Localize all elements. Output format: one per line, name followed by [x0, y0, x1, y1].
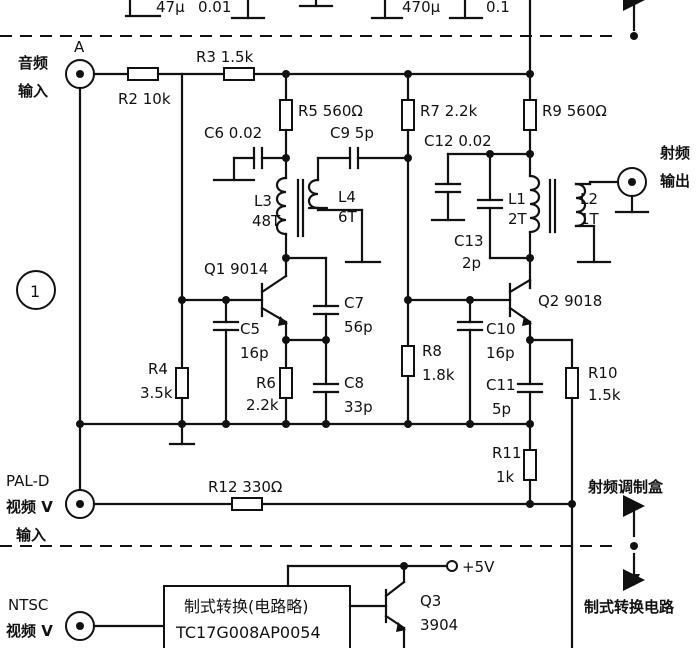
- l1-label-1: L1: [508, 190, 526, 208]
- c9-label: C9 5p: [330, 124, 374, 142]
- ntsc-label-2: 视频 V: [6, 622, 53, 640]
- l3-coil: [275, 176, 288, 236]
- r6-label-1: R6: [256, 374, 276, 392]
- pal-label-2: 视频 V: [6, 498, 53, 516]
- r6-resistor: [279, 367, 293, 399]
- l3-label-1: L3: [254, 192, 272, 210]
- c5-label-2: 16p: [240, 344, 269, 362]
- r11-resistor: [523, 449, 537, 481]
- q3-label-2: 3904: [420, 616, 458, 634]
- dashed-node-top: [630, 32, 638, 40]
- r2-resistor: [127, 67, 159, 81]
- r11-label-1: R11: [492, 444, 522, 462]
- c10-label-2: 16p: [486, 344, 515, 362]
- c13-label-2: 2p: [462, 254, 481, 272]
- l1-label-2: 2T: [508, 210, 528, 228]
- r4-resistor: [175, 367, 189, 399]
- c10-label-1: C10: [486, 320, 516, 338]
- c6-label: C6 0.02: [204, 124, 262, 142]
- circle-number-text: 1: [30, 282, 40, 301]
- circle-number-badge: [16, 270, 56, 310]
- pal-input-jack: [65, 489, 95, 519]
- ntsc-input-jack: [65, 611, 95, 641]
- audio-in-label-2: 输入: [18, 82, 48, 100]
- format-box-chip: TC17G008AP0054: [175, 623, 321, 642]
- top-cap-label-4: 0.1: [486, 0, 510, 16]
- c12-label: C12 0.02: [424, 132, 492, 150]
- node-a-label: A: [74, 38, 85, 56]
- q1-label: Q1 9014: [204, 260, 268, 278]
- r12-label: R12 330Ω: [208, 478, 282, 496]
- q1-transistor: [260, 274, 288, 326]
- top-partial-region: 47μ 0.01 470μ 0.1: [124, 0, 532, 78]
- r6-label-2: 2.2k: [246, 396, 279, 414]
- r11-label-2: 1k: [496, 468, 515, 486]
- c7-label-1: C7: [344, 294, 364, 312]
- l2-coil: [574, 182, 587, 228]
- ntsc-label-1: NTSC: [8, 596, 48, 614]
- r4-label-2: 3.5k: [140, 384, 173, 402]
- q3-label-1: Q3: [420, 592, 441, 610]
- c8-label-1: C8: [344, 374, 364, 392]
- v5-label: +5V: [462, 558, 495, 576]
- r9-label: R9 560Ω: [542, 102, 607, 120]
- r10-resistor: [565, 367, 579, 399]
- l4-label-2: 6T: [338, 208, 358, 226]
- audio-in-label-1: 音频: [18, 54, 48, 72]
- r3-resistor: [223, 67, 255, 81]
- r8-label-2: 1.8k: [422, 366, 455, 384]
- rf-mod-box-label: 射频调制盒: [587, 478, 664, 496]
- c7-label-2: 56p: [344, 318, 373, 336]
- c5-label-1: C5: [240, 320, 260, 338]
- rf-output-jack: [617, 167, 647, 197]
- format-box-title: 制式转换(电路略): [184, 597, 309, 616]
- r2-label: R2 10k: [118, 90, 171, 108]
- pal-label-1: PAL-D: [6, 472, 49, 490]
- conversion-circuit-label: 制式转换电路: [584, 598, 675, 616]
- l3-label-2: 48T: [252, 212, 281, 230]
- c11-label-1: C11: [486, 376, 516, 394]
- r10-label-1: R10: [588, 364, 618, 382]
- top-cap-label-3: 470μ: [402, 0, 441, 16]
- r5-resistor: [279, 99, 293, 131]
- q3-transistor: [384, 580, 406, 632]
- c13-label-1: C13: [454, 232, 484, 250]
- c11-label-2: 5p: [492, 400, 511, 418]
- top-cap-label-2: 0.01: [198, 0, 231, 16]
- c8-label-2: 33p: [344, 398, 373, 416]
- q2-label: Q2 9018: [538, 292, 602, 310]
- l4-label-1: L4: [338, 188, 356, 206]
- r4-label-1: R4: [148, 360, 168, 378]
- r5-label: R5 560Ω: [298, 102, 363, 120]
- pal-label-3: 输入: [16, 526, 46, 544]
- audio-input-jack: [65, 59, 95, 89]
- l1-coil: [528, 174, 541, 234]
- r8-label-1: R8: [422, 342, 442, 360]
- r8-resistor: [401, 345, 415, 377]
- r10-label-2: 1.5k: [588, 386, 621, 404]
- r12-resistor: [231, 497, 263, 511]
- r7-resistor: [401, 99, 415, 131]
- rf-out-label-2: 输出: [660, 172, 690, 190]
- l2-label-2: 1T: [580, 210, 600, 228]
- r3-label: R3 1.5k: [196, 48, 254, 66]
- top-cap-label-1: 47μ: [156, 0, 185, 16]
- r7-label: R7 2.2k: [420, 102, 478, 120]
- rf-out-label-1: 射频: [659, 144, 690, 162]
- l2-label-1: L2: [580, 190, 598, 208]
- format-conversion-box: [163, 585, 351, 648]
- r9-resistor: [523, 99, 537, 131]
